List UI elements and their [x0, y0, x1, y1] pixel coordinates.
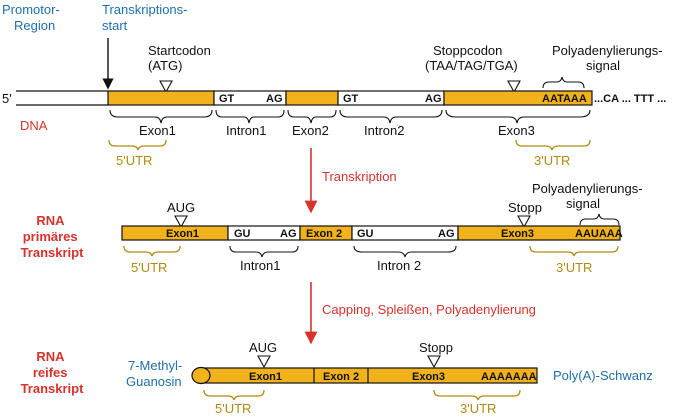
polya-tail-label: Poly(A)-Schwanz	[553, 368, 653, 383]
five-prime-label: 5'	[2, 91, 12, 106]
dna-gt1: GT	[219, 93, 235, 105]
pre-exon3	[457, 225, 621, 241]
dna-intron2-brace	[339, 109, 443, 124]
pre-utr5-brace	[123, 245, 181, 257]
pre-intron1-brace	[229, 245, 299, 258]
dna-utr5-label: 5'UTR	[116, 153, 152, 168]
dna-ag1: AG	[266, 93, 283, 105]
pre-mrna-title: RNA primäres Transkript	[21, 213, 85, 260]
polya-signal-label-dna: Polyadenylierungs- signal	[552, 43, 666, 73]
polya-signal-dna-line1: Polyadenylierungs-	[552, 43, 663, 58]
dna-utr3-brace	[515, 139, 591, 151]
mrna-title: RNA reifes Transkript	[21, 349, 85, 396]
mrna-polya-text: AAAAAAA	[481, 371, 537, 383]
pre-aug-marker	[174, 215, 188, 229]
start-codon-marker	[159, 80, 173, 94]
dna-utr5-brace	[108, 139, 167, 151]
dna-gt2: GT	[343, 93, 359, 105]
tss-line1: Transkriptions-	[102, 2, 187, 17]
mrna-stopp-marker	[427, 355, 441, 369]
mrna-utr5-brace	[203, 389, 265, 401]
dna-utr3-label: 3'UTR	[534, 153, 570, 168]
pre-mrna-title-line2: primäres	[23, 229, 78, 244]
pre-utr5-label: 5'UTR	[131, 260, 167, 275]
mrna-exon1-text: Exon1	[249, 371, 282, 383]
mrna-title-line3: Transkript	[21, 381, 85, 396]
stop-codon-marker	[507, 80, 521, 94]
pre-gu2: GU	[357, 228, 374, 240]
mrna-exon3-text: Exon3	[412, 371, 445, 383]
dna-intron2-label: Intron2	[364, 123, 404, 138]
stop-codon-line2: (TAA/TAG/TGA)	[425, 58, 518, 73]
pre-polya-signal-line2: signal	[566, 196, 600, 211]
pre-exon3-text: Exon3	[501, 228, 534, 240]
mrna-utr5-label: 5'UTR	[215, 401, 251, 416]
stop-codon-label: Stoppcodon (TAA/TAG/TGA)	[425, 43, 518, 73]
cap-structure	[191, 366, 211, 385]
pre-polya-signal-label: Polyadenylierungs- signal	[532, 181, 646, 211]
dna-exon1-brace	[109, 109, 213, 124]
dna-aataaa: AATAAA	[542, 93, 587, 105]
dna-intron1-brace	[215, 109, 285, 124]
mrna-aug-label: AUG	[249, 340, 277, 355]
pre-utr3-label: 3'UTR	[556, 260, 592, 275]
dna-intron1-label: Intron1	[226, 123, 266, 138]
pre-aug-label: AUG	[167, 200, 195, 215]
stop-codon-line1: Stoppcodon	[433, 43, 502, 58]
pre-intron2-label: Intron 2	[377, 258, 421, 273]
start-codon-line1: Startcodon	[148, 43, 211, 58]
promoter-line2: Region	[14, 18, 55, 33]
pre-polya-signal-line1: Polyadenylierungs-	[532, 181, 643, 196]
dna-exon2-label: Exon2	[292, 123, 329, 138]
mrna-utr3-brace	[433, 389, 521, 401]
pre-polya-signal-brace	[579, 213, 620, 226]
pre-auuaaa: AAUAAA	[575, 228, 623, 240]
mrna-title-line2: reifes	[33, 365, 68, 380]
pre-utr3-brace	[529, 245, 619, 257]
pre-mrna-title-line1: RNA	[36, 213, 65, 228]
pre-ag1: AG	[280, 228, 297, 240]
processing-label: Capping, Spleißen, Polyadenylierung	[322, 302, 536, 317]
dna-label: DNA	[20, 118, 48, 133]
mrna-utr3-label: 3'UTR	[460, 401, 496, 416]
dna-ag2: AG	[425, 93, 442, 105]
dna-tail-sequence: ...CA ... TTT ...	[594, 93, 666, 105]
pre-intron1-label: Intron1	[240, 258, 280, 273]
dna-exon2	[285, 90, 339, 106]
pre-stopp-marker	[517, 215, 531, 229]
pre-mrna-title-line3: Transkript	[21, 245, 85, 260]
polya-signal-brace-dna	[542, 76, 585, 89]
dna-exon1-label: Exon1	[139, 123, 176, 138]
dna-exon3	[443, 90, 593, 106]
start-codon-label: Startcodon (ATG)	[148, 43, 215, 73]
pre-intron2-brace	[353, 245, 457, 258]
promoter-region-label: Promotor- Region	[2, 2, 63, 33]
pre-gu1: GU	[234, 228, 251, 240]
start-codon-line2: (ATG)	[148, 58, 182, 73]
transcription-label: Transkription	[322, 169, 397, 184]
promoter-line1: Promotor-	[2, 2, 60, 17]
transcription-start-label: Transkriptions- start	[102, 2, 191, 33]
mrna-title-line1: RNA	[36, 349, 65, 364]
cap-label-line2: Guanosin	[126, 374, 182, 389]
pre-exon1-text: Exon1	[166, 228, 199, 240]
polya-signal-dna-line2: signal	[586, 58, 620, 73]
mrna-aug-marker	[257, 355, 271, 369]
tss-line2: start	[102, 18, 128, 33]
cap-label-line1: 7-Methyl-	[128, 358, 182, 373]
dna-exon3-label: Exon3	[498, 123, 535, 138]
cap-label: 7-Methyl- Guanosin	[126, 358, 186, 389]
pre-ag2: AG	[438, 228, 455, 240]
mrna-stopp-label: Stopp	[419, 340, 453, 355]
mrna-exon2-text: Exon 2	[323, 371, 359, 383]
dna-exon2-brace	[287, 109, 337, 124]
dna-exon1	[107, 90, 215, 106]
pre-exon2-text: Exon 2	[306, 228, 342, 240]
pre-stopp-label: Stopp	[508, 200, 542, 215]
dna-exon3-brace	[445, 109, 591, 124]
